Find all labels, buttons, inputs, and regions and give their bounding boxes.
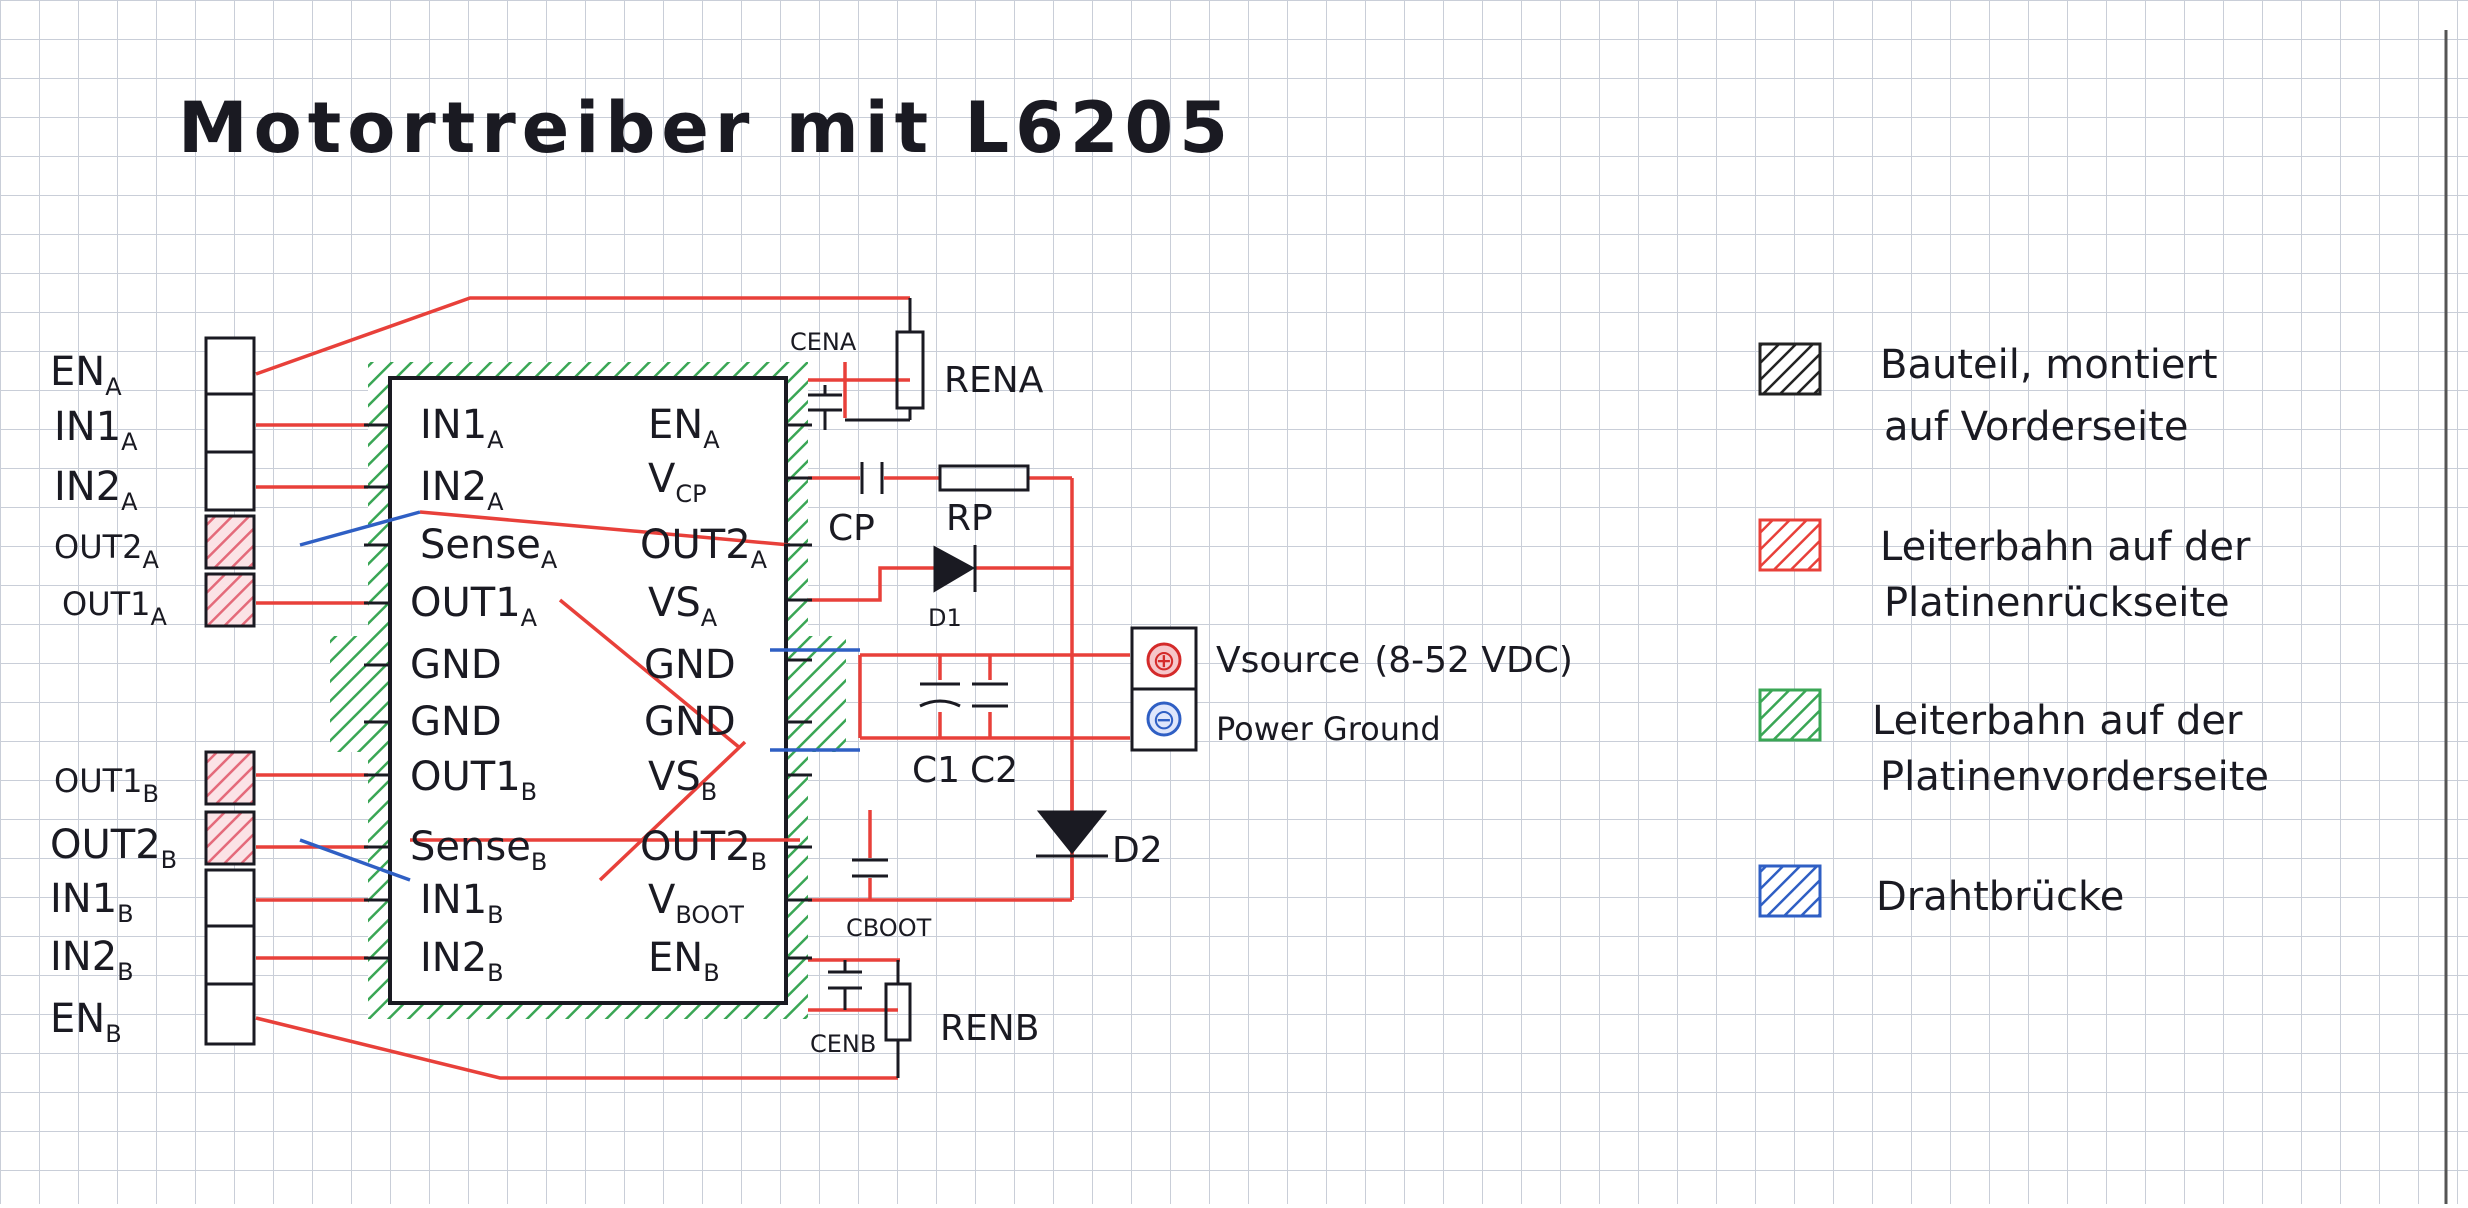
wire-bridges (299, 510, 860, 882)
diagram-title: Motortreiber mit L6205 (178, 87, 1234, 169)
pad-out1b (204, 750, 256, 806)
component-d2 (1036, 810, 1108, 858)
back-side-traces (255, 296, 1130, 1080)
component-d1 (933, 545, 977, 593)
component-cena (808, 385, 842, 430)
label-d2: D2 (1112, 830, 1163, 871)
label-rena: RENA (944, 360, 1044, 401)
conn-label-4: OUT2A (54, 528, 160, 574)
ic-pin-right-1: ENA (648, 402, 720, 454)
ic-pin-stubs (364, 423, 812, 960)
component-cboot (852, 858, 888, 878)
label-cp: CP (828, 508, 875, 549)
power-ground-label: Power Ground (1216, 710, 1441, 748)
plus-icon: ⊕ (1152, 644, 1175, 677)
conn-label-2: IN1A (54, 404, 138, 456)
pad-in2b (204, 924, 256, 986)
component-rena (845, 298, 925, 422)
ic-pin-left-2: IN2A (420, 464, 504, 516)
label-d1: D1 (928, 604, 962, 632)
ic-pin-left-3: SenseA (420, 522, 558, 574)
conn-label-10: ENB (50, 996, 122, 1048)
label-renb: RENB (940, 1008, 1039, 1049)
component-cp (860, 462, 884, 494)
component-cenb (828, 960, 862, 1010)
conn-label-5: OUT1A (62, 585, 168, 631)
ic-pin-right-4: VSA (648, 580, 718, 632)
pad-ena (204, 336, 256, 396)
ic-pin-left-5: GND (410, 642, 502, 688)
ic-pin-left-10: IN2B (420, 935, 504, 987)
conn-label-8: IN1B (50, 876, 134, 928)
ic-pin-left-1: IN1A (420, 402, 504, 454)
ic-pin-right-9: VBOOT (648, 877, 744, 929)
ic-pin-right-3: OUT2A (640, 522, 768, 574)
ic-pin-left-7: OUT1B (410, 754, 537, 806)
label-c1: C1 (912, 750, 960, 791)
pad-in1b (204, 868, 256, 928)
ic-pin-right-2: VCP (648, 456, 707, 508)
legend-text-2a: Leiterbahn auf der (1880, 524, 2251, 570)
component-c2 (972, 682, 1008, 708)
legend-text-4: Drahtbrücke (1876, 874, 2124, 920)
ic-pin-right-5: GND (644, 642, 736, 688)
legend-swatch-wire-bridge (1758, 864, 1822, 918)
front-trace-ring (330, 362, 846, 1019)
ic-pin-right-8: OUT2B (640, 824, 767, 876)
legend-text-3b: Platinenvorderseite (1880, 754, 2269, 800)
legend: Bauteil, montiert auf Vorderseite Leiter… (1758, 342, 2269, 920)
component-rp (938, 464, 1030, 492)
ic-pin-right-6: GND (644, 699, 736, 745)
ic-pin-left-6: GND (410, 699, 502, 745)
legend-swatch-back-trace (1758, 518, 1822, 572)
label-rp: RP (946, 498, 993, 539)
ic-right-pin-labels: ENA VCP OUT2A VSA GND GND VSB OUT2B VBOO… (640, 402, 768, 987)
conn-label-6: OUT1B (54, 762, 159, 808)
conn-label-9: IN2B (50, 934, 134, 986)
legend-swatch-component (1758, 342, 1822, 396)
minus-icon: ⊖ (1152, 703, 1175, 736)
label-cena: CENA (790, 328, 857, 356)
power-terminal (1130, 626, 1198, 752)
component-renb (884, 960, 912, 1078)
l6205-ic-body (388, 376, 788, 1005)
conn-label-1: ENA (50, 349, 122, 401)
legend-text-2b: Platinenrückseite (1884, 580, 2230, 626)
ic-left-pin-labels: IN1A IN2A SenseA OUT1A GND GND OUT1B Sen… (410, 402, 558, 987)
vsource-label: Vsource(8-52 VDC) (1216, 640, 1573, 681)
ic-pin-left-9: IN1B (420, 877, 504, 929)
ic-pin-right-7: VSB (648, 754, 717, 806)
pad-out1a (204, 572, 256, 628)
ic-pin-left-8: SenseB (410, 824, 547, 876)
conn-label-7: OUT2B (50, 822, 177, 874)
legend-text-3a: Leiterbahn auf der (1872, 698, 2243, 744)
legend-text-1a: Bauteil, montiert (1880, 342, 2218, 388)
ic-pin-left-4: OUT1A (410, 580, 538, 632)
pad-enb (204, 982, 256, 1046)
legend-text-1b: auf Vorderseite (1884, 404, 2188, 450)
pad-out2a (204, 514, 256, 570)
connector-header (204, 336, 256, 1046)
conn-label-3: IN2A (54, 464, 138, 516)
pad-out2b (204, 810, 256, 866)
label-cboot: CBOOT (846, 914, 932, 942)
pad-in1a (204, 392, 256, 454)
pad-in2a (204, 450, 256, 512)
component-c1 (919, 682, 961, 708)
connector-labels: ENA IN1A IN2A OUT2A OUT1A OUT1B OUT2B IN… (50, 349, 177, 1048)
ic-pin-right-10: ENB (648, 935, 720, 987)
label-c2: C2 (970, 750, 1018, 791)
label-cenb: CENB (810, 1030, 876, 1058)
legend-swatch-front-trace (1758, 688, 1822, 742)
